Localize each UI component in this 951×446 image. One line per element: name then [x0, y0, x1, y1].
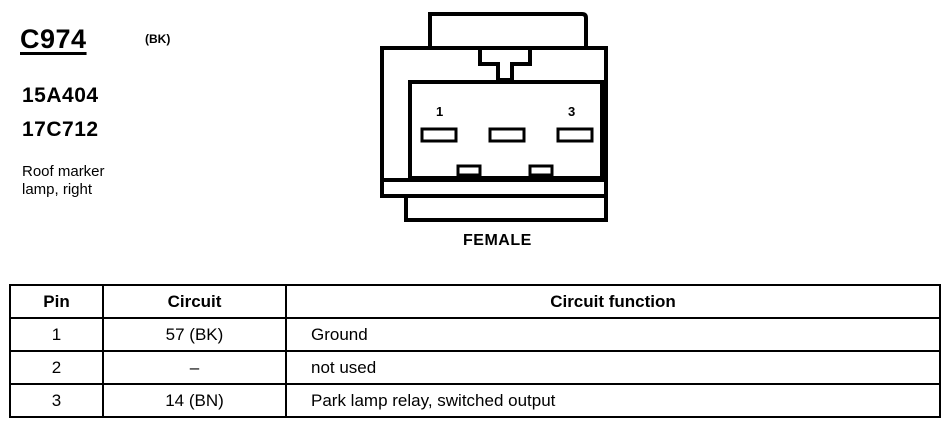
pin-table: Pin Circuit Circuit function 1 57 (BK) G…: [9, 284, 941, 418]
cell-pin: 2: [9, 350, 104, 385]
description-line-1: Roof marker: [22, 163, 105, 180]
table-row: 1 57 (BK) Ground: [9, 317, 941, 352]
pin-label-1: 1: [436, 104, 443, 119]
table-row: 3 14 (BN) Park lamp relay, switched outp…: [9, 383, 941, 418]
locking-key: [478, 48, 532, 82]
base-rail: [404, 194, 608, 222]
table-row: 2 – not used: [9, 350, 941, 385]
table-header-row: Pin Circuit Circuit function: [9, 284, 941, 319]
connector-description: Roof marker lamp, right: [22, 163, 162, 199]
header-pin: Pin: [9, 284, 104, 319]
cell-circuit: –: [102, 350, 287, 385]
cell-function: Ground: [285, 317, 941, 352]
terminal-slot-2: [488, 127, 526, 143]
cell-function: Park lamp relay, switched output: [285, 383, 941, 418]
cell-pin: 3: [9, 383, 104, 418]
header-circuit: Circuit: [102, 284, 287, 319]
pin-label-3: 3: [568, 104, 575, 119]
polarization-notch-left: [456, 164, 482, 177]
connector-gender-label: FEMALE: [463, 232, 532, 249]
part-number-2: 17C712: [22, 118, 99, 141]
connector-face-diagram: 1 3: [380, 12, 608, 222]
polarization-notch-right: [528, 164, 554, 177]
header-circuit-function: Circuit function: [285, 284, 941, 319]
cell-circuit: 14 (BN): [102, 383, 287, 418]
cell-pin: 1: [9, 317, 104, 352]
connector-color: (BK): [145, 32, 171, 46]
connector-id: C974: [20, 24, 87, 54]
terminal-slot-1: [420, 127, 458, 143]
cell-function: not used: [285, 350, 941, 385]
part-number-1: 15A404: [22, 84, 99, 107]
terminal-slot-3: [556, 127, 594, 143]
connector-body: [380, 46, 608, 198]
description-line-2: lamp, right: [22, 181, 93, 198]
cell-circuit: 57 (BK): [102, 317, 287, 352]
latch-tab: [428, 12, 588, 50]
